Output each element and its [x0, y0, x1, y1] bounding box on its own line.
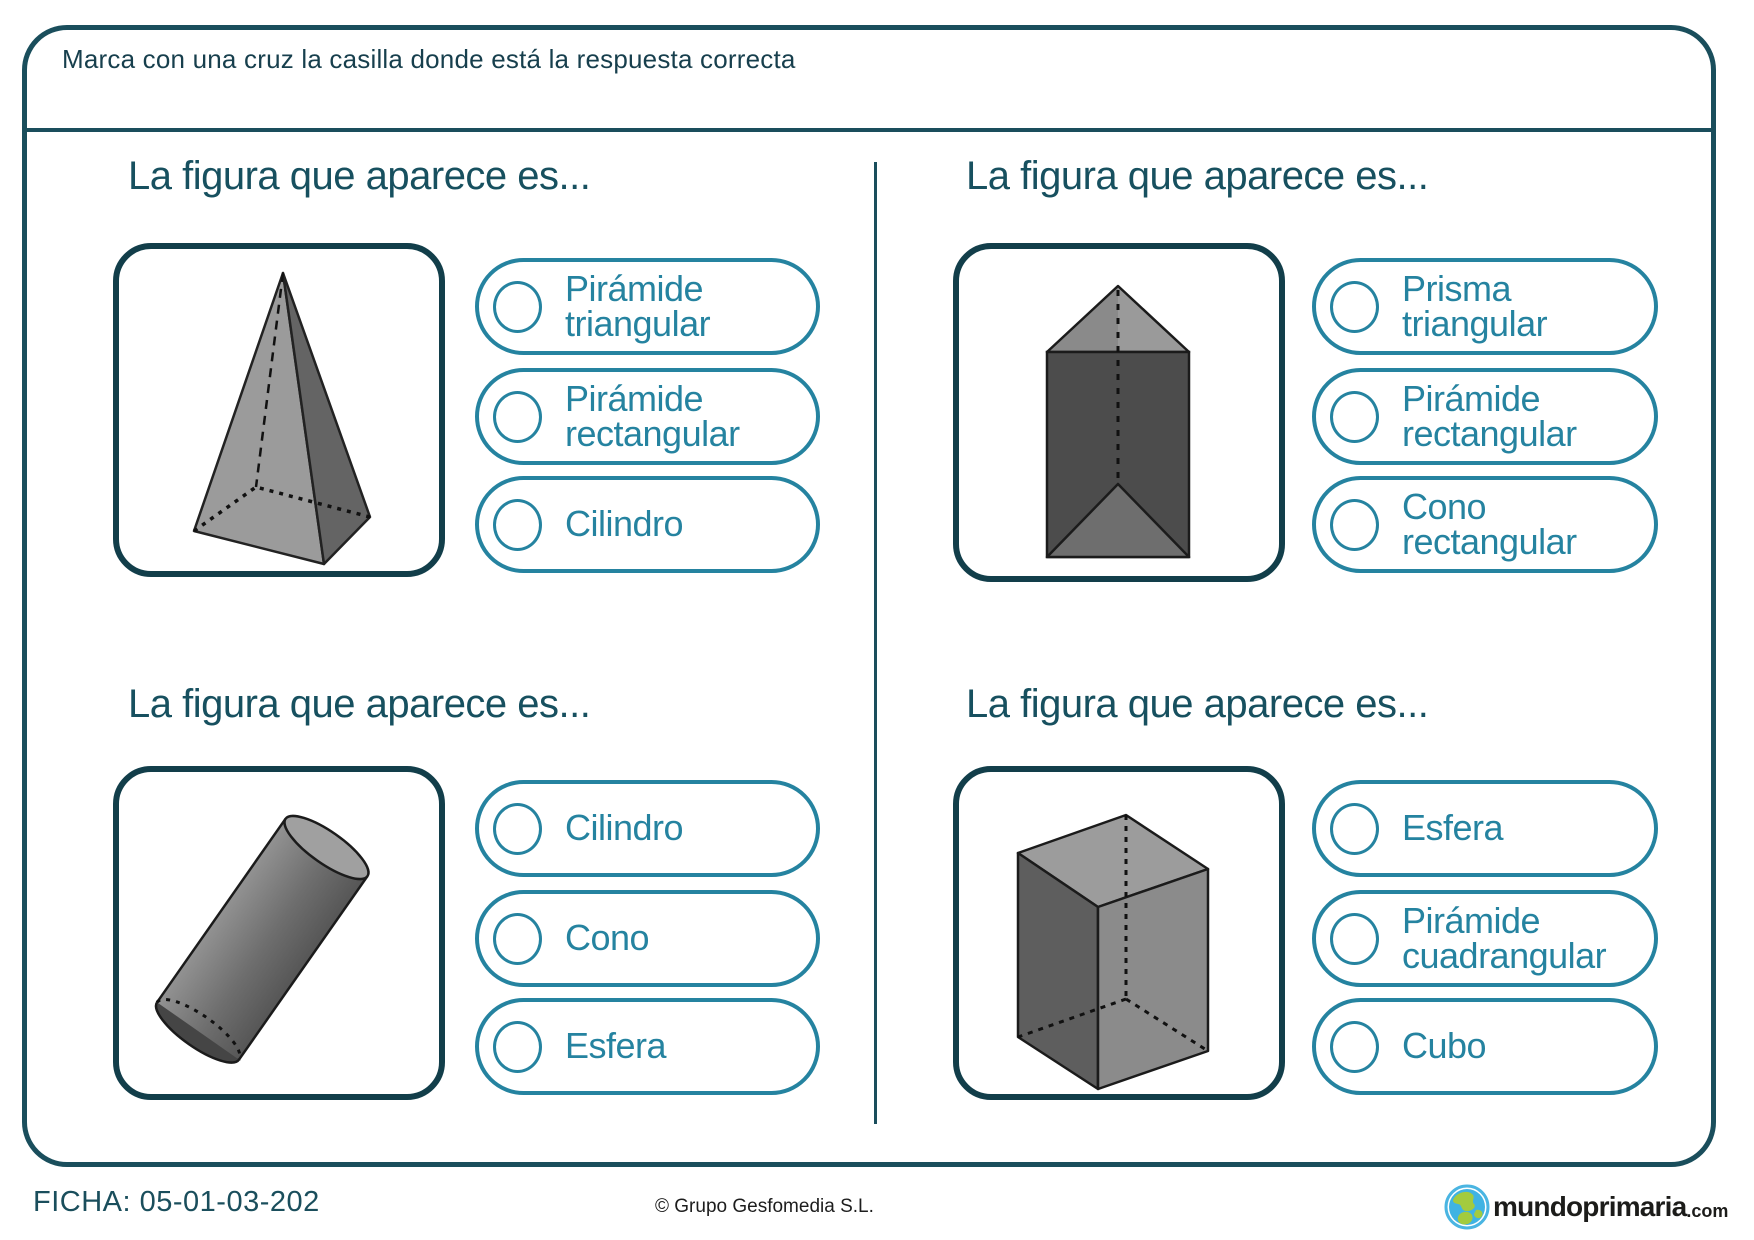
option-label: Cilindro — [565, 807, 684, 849]
radio-circle[interactable] — [493, 1020, 542, 1073]
figure-box — [113, 766, 445, 1100]
radio-circle[interactable] — [1330, 280, 1379, 333]
option-pill[interactable]: Pirámide triangular — [475, 258, 820, 355]
option-label: Pirámide triangular — [565, 268, 711, 344]
figure-box — [113, 243, 445, 577]
question-title: La figura que aparece es... — [128, 154, 591, 198]
radio-circle[interactable] — [493, 912, 542, 965]
radio-circle[interactable] — [1330, 802, 1379, 855]
option-label: Cono — [565, 917, 650, 959]
brand-tld: .com — [1686, 1200, 1729, 1221]
option-label: Cilindro — [565, 503, 684, 545]
triangular-prism-icon — [1045, 284, 1191, 559]
option-pill[interactable]: Cono rectangular — [1312, 476, 1658, 573]
brand-name: mundoprimaria — [1493, 1191, 1687, 1222]
question-title: La figura que aparece es... — [966, 154, 1429, 198]
option-label: Esfera — [1402, 807, 1504, 849]
question-title: La figura que aparece es... — [966, 682, 1429, 726]
option-pill[interactable]: Cubo — [1312, 998, 1658, 1095]
radio-circle[interactable] — [1330, 1020, 1379, 1073]
radio-circle[interactable] — [493, 802, 542, 855]
option-pill[interactable]: Pirámide rectangular — [475, 368, 820, 465]
option-label: Pirámide rectangular — [1402, 378, 1577, 454]
globe-icon — [1444, 1184, 1490, 1230]
radio-circle[interactable] — [493, 390, 542, 443]
option-pill[interactable]: Esfera — [475, 998, 820, 1095]
option-pill[interactable]: Prisma triangular — [1312, 258, 1658, 355]
quadrant-divider — [874, 162, 877, 1124]
question-title: La figura que aparece es... — [128, 682, 591, 726]
option-label: Esfera — [565, 1025, 667, 1067]
option-label: Pirámide cuadrangular — [1402, 900, 1607, 976]
option-label: Prisma triangular — [1402, 268, 1548, 344]
option-pill[interactable]: Pirámide rectangular — [1312, 368, 1658, 465]
option-pill[interactable]: Pirámide cuadrangular — [1312, 890, 1658, 987]
radio-circle[interactable] — [1330, 912, 1379, 965]
option-label: Pirámide rectangular — [565, 378, 740, 454]
radio-circle[interactable] — [1330, 498, 1379, 551]
header-divider — [24, 128, 1711, 132]
cube-icon — [1016, 813, 1210, 1091]
option-label: Cono rectangular — [1402, 486, 1577, 562]
instruction-text: Marca con una cruz la casilla donde está… — [62, 44, 796, 74]
option-label: Cubo — [1402, 1025, 1487, 1067]
figure-box — [953, 243, 1285, 582]
figure-box — [953, 766, 1285, 1100]
radio-circle[interactable] — [1330, 390, 1379, 443]
ficha-code: FICHA: 05-01-03-202 — [33, 1186, 320, 1218]
rectangular-pyramid-icon — [192, 271, 372, 566]
cylinder-icon — [154, 814, 370, 1064]
option-pill[interactable]: Esfera — [1312, 780, 1658, 877]
radio-circle[interactable] — [493, 498, 542, 551]
mundoprimaria-logo: mundoprimaria .com — [1444, 1184, 1728, 1230]
option-pill[interactable]: Cono — [475, 890, 820, 987]
option-pill[interactable]: Cilindro — [475, 476, 820, 573]
option-pill[interactable]: Cilindro — [475, 780, 820, 877]
copyright-text: © Grupo Gesfomedia S.L. — [655, 1196, 874, 1217]
radio-circle[interactable] — [493, 280, 542, 333]
